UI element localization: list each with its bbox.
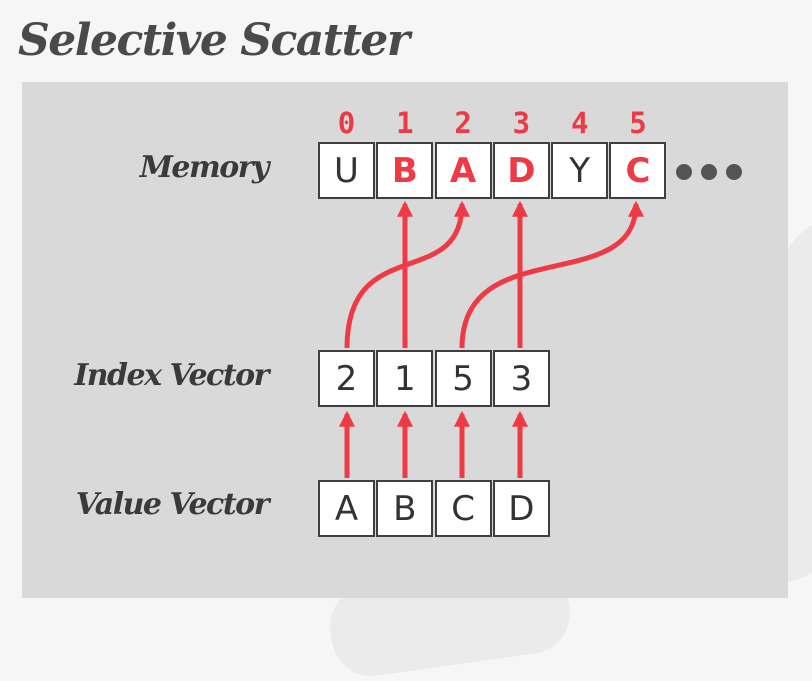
memory-label: Memory (139, 150, 270, 185)
memory-position-5: 5 (629, 106, 647, 140)
index-vector-array: 2 1 5 3 (318, 350, 551, 407)
memory-cell-2: A (434, 142, 492, 199)
value-cell-3: D (492, 480, 550, 537)
memory-array: U B A D Y C (318, 142, 668, 199)
slide-title: Selective Scatter (18, 15, 410, 66)
memory-cell-3: D (492, 142, 550, 199)
memory-position-4: 4 (570, 106, 589, 140)
memory-cell-0: U (318, 142, 375, 199)
memory-cell-5: C (609, 142, 667, 199)
ellipsis-dot (726, 164, 742, 180)
ellipsis-dot (676, 164, 692, 180)
index-cell-3: 3 (492, 350, 550, 407)
memory-position-0: 0 (337, 106, 356, 140)
value-cell-1: B (376, 480, 434, 537)
memory-position-3: 3 (512, 106, 531, 140)
index-cell-2: 5 (434, 350, 492, 407)
ellipsis-dot (701, 164, 717, 180)
index-to-memory-arrow (459, 200, 644, 349)
memory-position-labels: 0 1 2 3 4 5 (318, 106, 668, 140)
index-vector-label: Index Vector (74, 358, 269, 393)
diagram-panel: Memory Index Vector Value Vector 0 1 2 3… (22, 82, 788, 598)
memory-cell-4: Y (551, 142, 609, 199)
memory-position-2: 2 (454, 106, 472, 140)
memory-position-1: 1 (396, 106, 414, 140)
index-cell-1: 1 (376, 350, 434, 407)
ellipsis-dots-icon (676, 164, 751, 180)
value-vector-array: A B C D (318, 480, 551, 537)
index-cell-0: 2 (318, 350, 375, 407)
memory-cell-1: B (376, 142, 434, 199)
value-cell-2: C (434, 480, 492, 537)
value-cell-0: A (318, 480, 375, 537)
scatter-arrows (338, 200, 644, 478)
value-vector-label: Value Vector (75, 487, 270, 522)
